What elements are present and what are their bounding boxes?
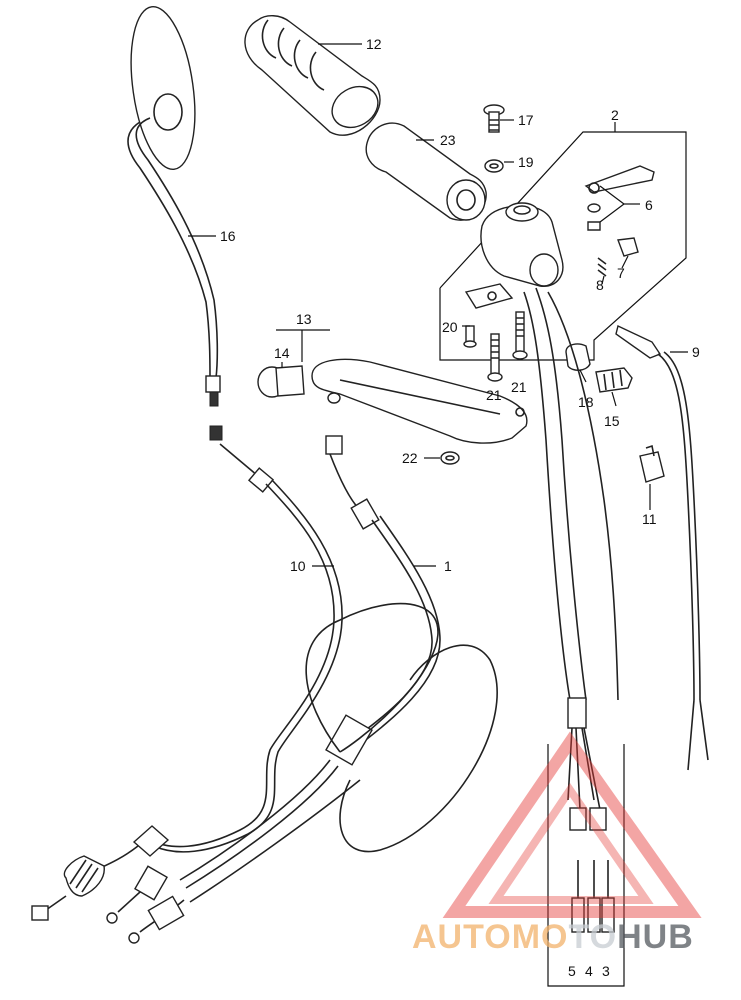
screw-20 [463, 325, 477, 348]
callout-3: 3 [602, 963, 610, 979]
callout-13: 13 [296, 311, 312, 327]
callout-22: 22 [402, 450, 418, 466]
callout-19: 19 [518, 154, 534, 170]
callout-23: 23 [440, 132, 456, 148]
watermark-part-2: TO [568, 918, 617, 956]
callout-14: 14 [274, 345, 290, 361]
callout-2: 2 [611, 107, 619, 123]
lever-6-parts [584, 165, 655, 231]
watermark-part-1: AUTOMO [412, 918, 568, 956]
callout-10: 10 [290, 558, 306, 574]
washer-19 [484, 159, 504, 173]
callout-20: 20 [442, 319, 458, 335]
callout-4: 4 [585, 963, 593, 979]
screw-17 [483, 104, 505, 133]
callout-15: 15 [604, 413, 620, 429]
callout-7: 7 [617, 265, 625, 281]
bolt-21-right [512, 311, 528, 360]
callout-labels: 1 2 3 4 5 6 7 8 9 10 11 12 13 14 15 16 1… [220, 36, 700, 979]
callout-8: 8 [596, 277, 604, 293]
cable-9 [615, 325, 709, 771]
plug-15 [595, 367, 633, 393]
mirror-16 [127, 5, 221, 407]
callout-6: 6 [645, 197, 653, 213]
callout-1: 1 [444, 558, 452, 574]
automotohub-watermark: AUTOMOTOHUB [412, 731, 702, 956]
callout-5: 5 [568, 963, 576, 979]
leader-lines [188, 43, 688, 567]
clip-7 [617, 237, 639, 257]
clutch-cable-10 [31, 425, 343, 921]
switch-harness [523, 287, 625, 987]
clamp-11 [639, 444, 665, 483]
callout-17: 17 [518, 112, 534, 128]
svg-text:AUTOMOTOHUB: AUTOMOTOHUB [412, 918, 694, 956]
clutch-lever-13 [257, 358, 528, 444]
watermark-part-3: HUB [617, 918, 694, 956]
callout-16: 16 [220, 228, 236, 244]
callout-11: 11 [642, 511, 657, 527]
callout-12: 12 [366, 36, 382, 52]
switch-housing-2 [439, 131, 687, 361]
cable-loops [128, 602, 498, 944]
throttle-cable-1 [106, 392, 441, 924]
callout-9: 9 [692, 344, 700, 360]
throttle-grip-23 [365, 122, 487, 221]
bolt-21-left [487, 333, 503, 382]
spring-8 [597, 257, 607, 277]
nut-22 [440, 451, 460, 465]
callout-21-right: 21 [511, 379, 527, 395]
callout-18: 18 [578, 394, 594, 410]
callout-21-left: 21 [486, 387, 502, 403]
grip-12 [244, 15, 381, 136]
